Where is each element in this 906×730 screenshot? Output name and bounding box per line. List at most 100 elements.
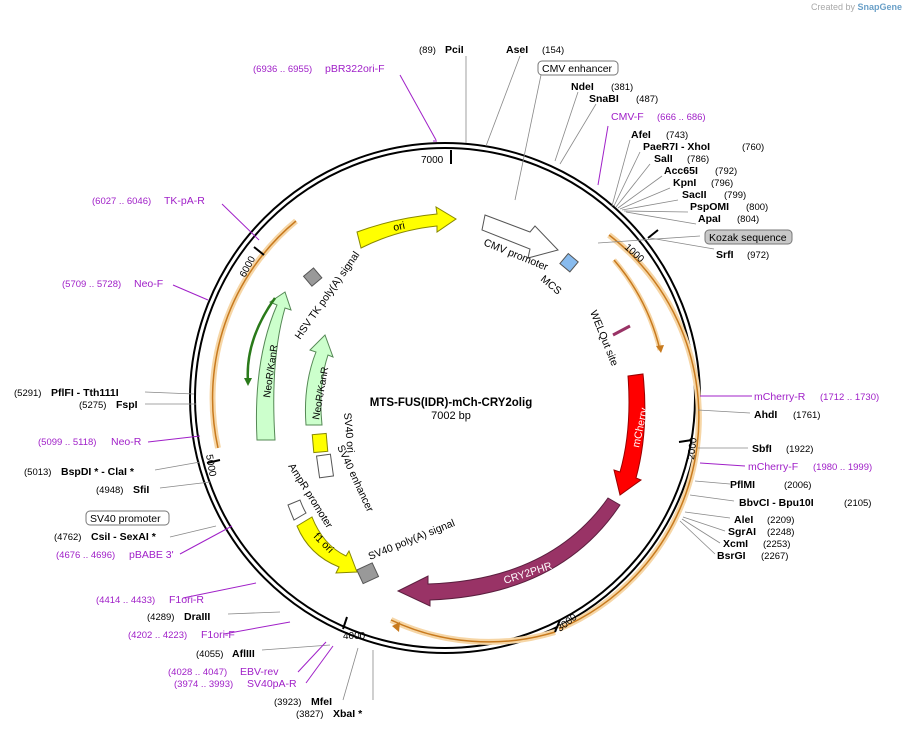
primer-f1ori-r: F1ori-R [169,594,204,606]
site-snabi: SnaBI [589,93,619,105]
primer-pbabe3-pos: (4676 .. 4696) [56,550,115,561]
site-bsrgi-pos: (2267) [761,551,788,562]
mcs-label: MCS [538,273,564,297]
sv40-ori-box [311,432,329,454]
primer-neo-r: Neo-R [111,436,142,448]
orf-arc-bottom-line [390,619,556,643]
site-sfii: SfiI [133,484,149,496]
cmv-enhancer-label: CMV enhancer [542,63,613,75]
primer-neo-f: Neo-F [134,278,163,290]
site-snabi-pos: (487) [636,94,658,105]
site-sgrai: SgrAI [728,526,756,538]
orf-arrow-right2 [656,345,664,353]
tick-label-2000: 2000 [686,437,700,461]
site-bspdi-clai: BspDI * - ClaI * [61,466,135,478]
site-xcmi-pos: (2253) [763,539,790,550]
snapgene-brand: SnapGene [857,2,902,12]
site-paer7i-xhoi: PaeR7I - XhoI [643,141,710,153]
site-ahdi: AhdI [754,409,777,421]
sv40-promoter-box [85,510,170,526]
site-sgrai-pos: (2248) [767,527,794,538]
primer-mcherry-f: mCherry-F [748,461,798,473]
site-sacii: SacII [682,189,707,201]
primer-pbr322ori-f-pos: (6936 .. 6955) [253,64,312,75]
site-bbvci-bpu10i-pos: (2105) [844,498,871,509]
primer-mcherry-r: mCherry-R [754,391,806,403]
site-xbai-pos: (3827) [296,709,323,720]
primer-sv40pa-r: SV40pA-R [247,678,297,690]
primer-pbabe3: pBABE 3' [129,549,174,561]
ori-label: ori [392,220,406,234]
site-ahdi-pos: (1761) [793,410,820,421]
leader-lines [144,55,751,701]
orf-arc-right2 [612,258,663,351]
site-afei-pos: (743) [666,130,688,141]
primer-cmvf: CMV-F [611,111,644,123]
site-ndei: NdeI [571,81,594,93]
sv40-enhancer-label: SV40 enhancer [334,443,376,514]
site-sbfi: SbfI [752,443,772,455]
orf-arc-right2-line [613,259,661,351]
mcs-box [559,252,579,273]
site-asei-pos: (154) [542,45,564,56]
site-afei: AfeI [631,129,651,141]
attribution: Created by SnapGene [811,2,902,12]
site-ndei-pos: (381) [611,82,633,93]
site-pspomi-pos: (800) [746,202,768,213]
neokanr-inner-arrow [304,334,334,426]
primer-lines [147,74,752,684]
site-bspdi-clai-pos: (5013) [24,467,51,478]
neokanr-inner-arc [246,297,277,383]
site-acc65i: Acc65I [664,165,698,177]
sv40-polya-label: SV40 poly(A) signal [367,517,457,563]
site-afliii-pos: (4055) [196,649,223,660]
plasmid-name: MTS-FUS(IDR)-mCh-CRY2olig [370,397,532,409]
welqut-label: WELQut site [587,309,620,368]
primer-tk-pa-r: TK-pA-R [164,195,205,207]
site-draiii: DraIII [184,611,210,623]
sv40-polya-box [356,562,380,585]
primer-mcherry-f-pos: (1980 .. 1999) [813,462,872,473]
site-pflfi-tth111i: PflFI - Tth111I [51,387,119,399]
ori-arrow [356,206,457,249]
site-pcii-pos: (89) [419,45,436,56]
site-csii-sexai: CsiI - SexAI * [91,531,157,543]
neokanr-outer-arrow [255,291,292,441]
site-bbvci-bpu10i: BbvCI - Bpu10I [739,497,814,509]
cry2phr-arrow [396,497,621,607]
site-srfi-pos: (972) [747,250,769,261]
tick-label-3000: 3000 [555,612,580,635]
primer-ebv-rev: EBV-rev [240,666,279,678]
site-pflmi-pos: (2006) [784,480,811,491]
primer-tk-pa-r-pos: (6027 .. 6046) [92,196,151,207]
neokanr-inner-arc-arrow [244,378,252,386]
site-sbfi-pos: (1922) [786,444,813,455]
site-fspi: FspI [116,399,138,411]
f1-ori-arrow [296,516,358,574]
site-acc65i-pos: (792) [715,166,737,177]
site-kpni-pos: (796) [711,178,733,189]
primer-neo-f-pos: (5709 .. 5728) [62,279,121,290]
site-sali: SalI [654,153,673,165]
mcherry-arrow [613,373,646,496]
site-pspomi: PspOMI [690,201,729,213]
primer-ebv-rev-pos: (4028 .. 4047) [168,667,227,678]
tick-label-7000: 7000 [421,155,444,166]
site-sacii-pos: (799) [724,190,746,201]
primer-f1ori-f: F1ori-F [201,629,235,641]
primer-sv40pa-r-pos: (3974 .. 3993) [174,679,233,690]
created-by-text: Created by [810,2,855,12]
site-afliii: AflIII [232,648,255,660]
site-fspi-pos: (5275) [79,400,106,411]
site-sali-pos: (786) [687,154,709,165]
site-sfii-pos: (4948) [96,485,123,496]
site-csii-sexai-pos: (4762) [54,532,81,543]
primer-f1ori-r-pos: (4414 .. 4433) [96,595,155,606]
site-xcmi: XcmI [723,538,748,550]
site-pflfi-tth111i-pos: (5291) [14,388,41,399]
site-bsrgi: BsrGI [717,550,746,562]
backbone-inner [194,147,696,649]
cmv-enhancer-box [537,60,619,76]
site-mfei-pos: (3923) [274,697,301,708]
site-paer7i-xhoi-pos: (760) [742,142,764,153]
